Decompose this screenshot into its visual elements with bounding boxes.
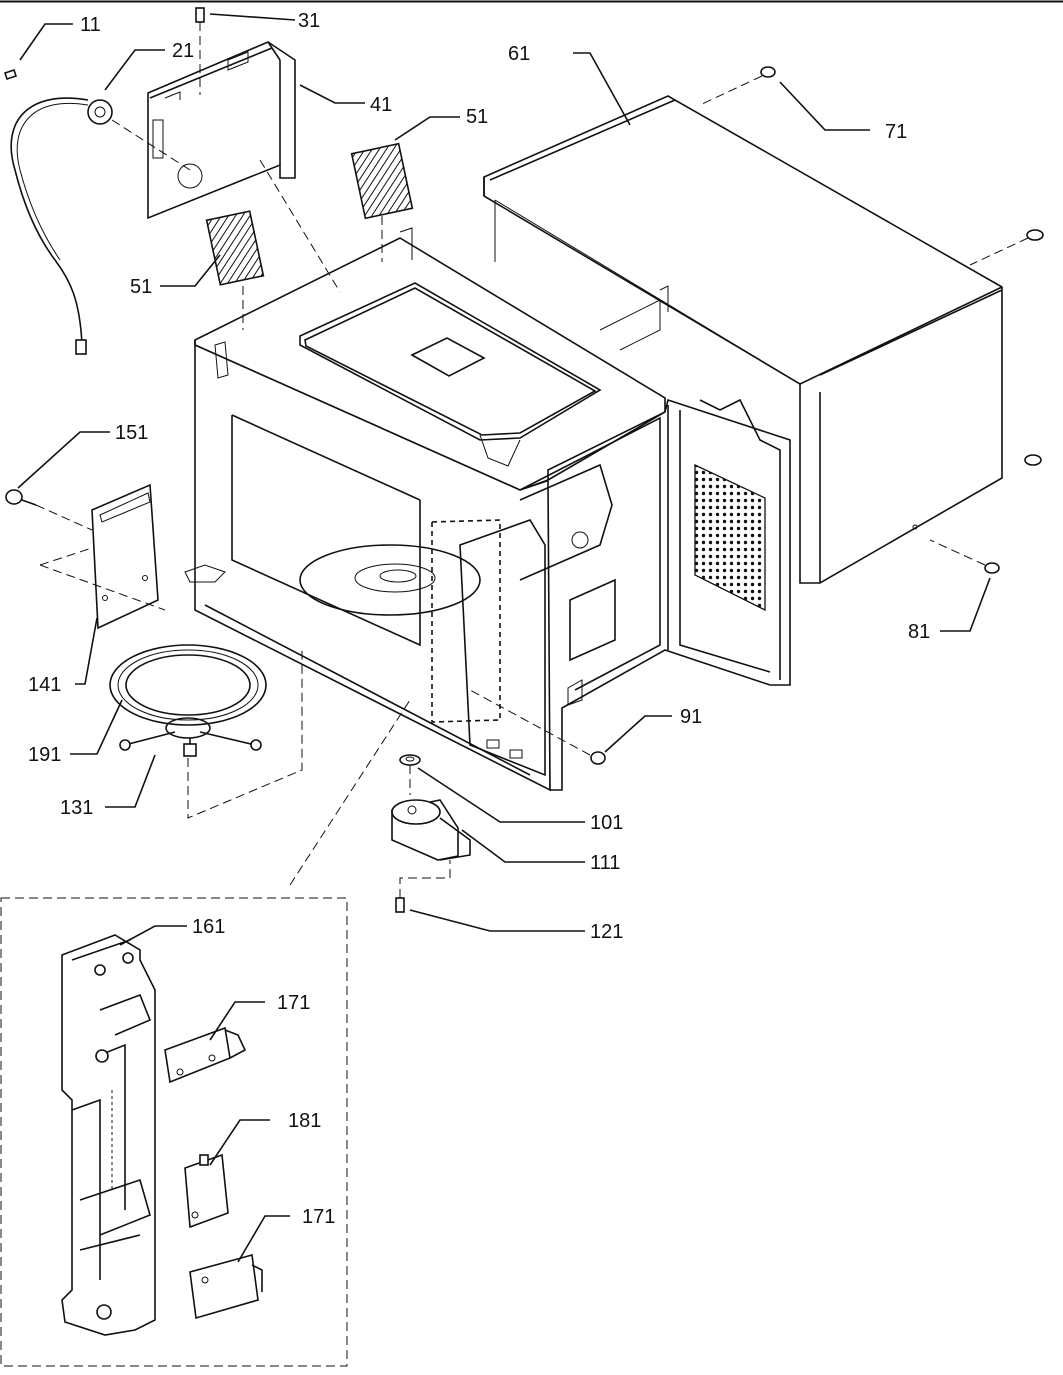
callout-181: 181 <box>288 1110 321 1132</box>
callout-51-upper: 51 <box>466 106 488 128</box>
callout-121: 121 <box>590 921 623 943</box>
callout-191: 191 <box>28 744 61 766</box>
door-latch-board-part <box>61 934 156 1336</box>
switch-middle-part <box>184 1153 229 1229</box>
callout-labels: 11 21 31 41 51 51 61 71 81 91 101 111 12… <box>28 10 930 1228</box>
oven-cavity-frame <box>184 227 791 792</box>
screw-right-top <box>969 229 1044 266</box>
turntable-motor-part <box>391 799 471 861</box>
control-bracket-part <box>147 41 296 220</box>
screw-11 <box>3 68 18 81</box>
screw-71 <box>699 66 776 106</box>
callout-71: 71 <box>885 121 907 143</box>
callout-81: 81 <box>908 621 930 643</box>
callout-31: 31 <box>298 10 320 32</box>
callout-131: 131 <box>60 797 93 819</box>
callout-151: 151 <box>115 422 148 444</box>
callout-171-upper: 171 <box>277 992 310 1014</box>
side-plate-part <box>35 483 166 630</box>
callout-61: 61 <box>508 43 530 65</box>
roller-ring-part <box>109 644 267 726</box>
callout-21: 21 <box>172 40 194 62</box>
callout-171-lower: 171 <box>302 1206 335 1228</box>
callout-141: 141 <box>28 674 61 696</box>
insulation-pad-lower <box>205 210 265 286</box>
callout-41: 41 <box>370 94 392 116</box>
screw-91 <box>469 689 606 765</box>
insulation-pad-upper <box>350 142 414 220</box>
leader-lines <box>17 13 991 1263</box>
screw-151 <box>5 489 37 506</box>
outer-cabinet-part <box>483 95 1003 584</box>
callout-51-lower: 51 <box>130 276 152 298</box>
screw-right-mid <box>1024 454 1042 466</box>
screw-81 <box>929 539 1000 574</box>
callout-11: 11 <box>80 14 101 36</box>
inset-box <box>0 897 348 1367</box>
screw-121 <box>395 860 451 913</box>
fan-motor-cord-part <box>10 97 191 355</box>
washer-part <box>399 754 421 795</box>
switch-lower-part <box>189 1253 263 1320</box>
callout-111: 111 <box>590 852 620 874</box>
callout-101: 101 <box>590 812 623 834</box>
callout-161: 161 <box>192 916 225 938</box>
roller-support-part <box>119 650 303 819</box>
screw-31 <box>195 7 205 95</box>
switch-upper-part <box>164 1026 247 1084</box>
callout-91: 91 <box>680 706 702 728</box>
